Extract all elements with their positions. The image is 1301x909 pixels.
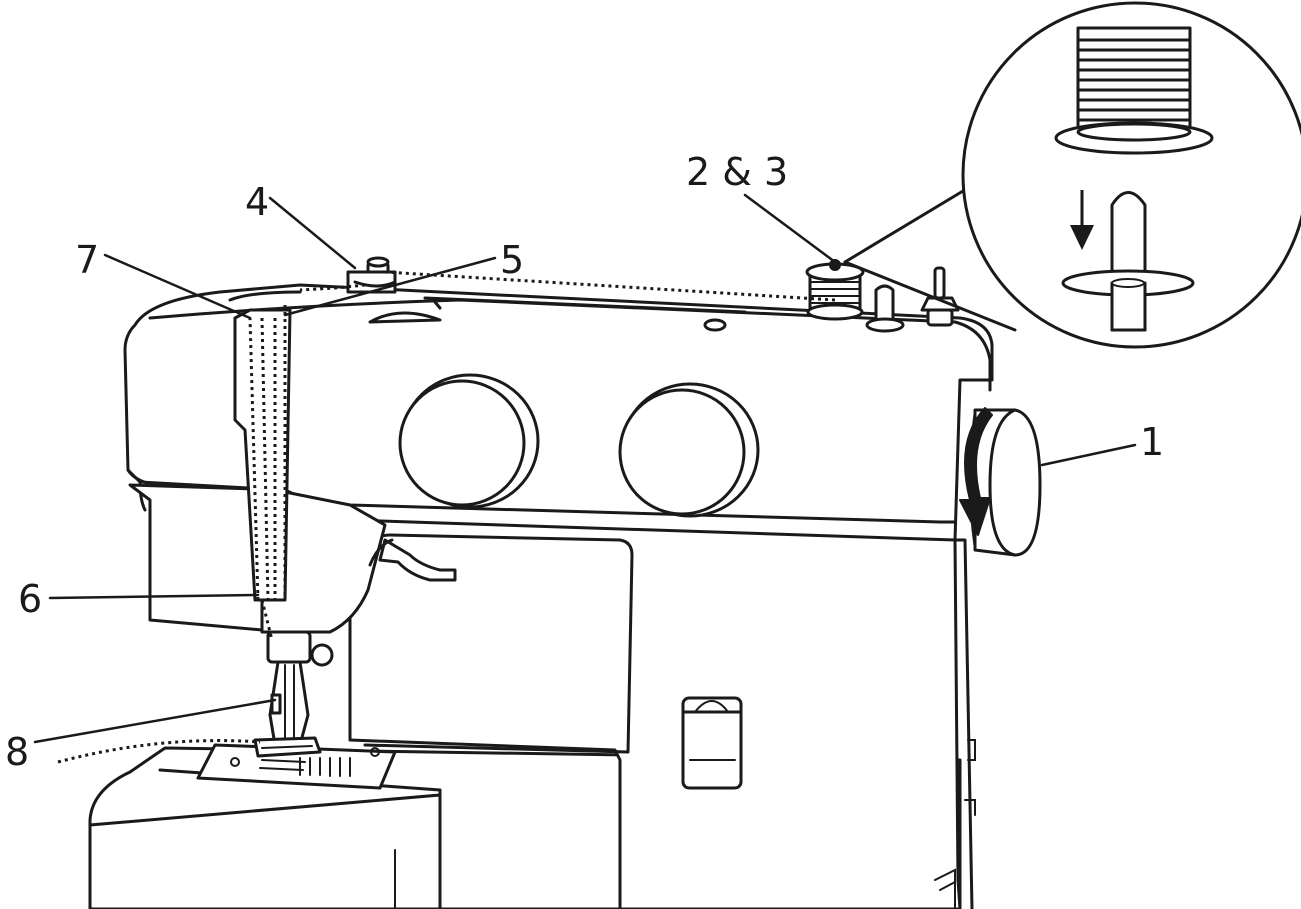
callout-2-and-3: 2 & 3: [686, 150, 788, 194]
callout-labels: 1 2 & 3 4 5 6 7 8: [5, 150, 1164, 774]
callout-1: 1: [1140, 420, 1164, 464]
callout-8: 8: [5, 730, 29, 774]
needle-assembly: [253, 630, 334, 758]
callout-4: 4: [245, 180, 269, 224]
left-dial: [398, 373, 540, 509]
bobbin-winder-stopper: [920, 266, 960, 327]
thread-path: [57, 270, 836, 764]
arrow-down-icon: [1070, 190, 1094, 250]
curved-arrow-down-icon: [959, 407, 993, 536]
zoom-inset: [843, 1, 1301, 349]
handwheel: [969, 408, 1042, 557]
callout-5: 5: [500, 238, 524, 282]
leader-lines: [33, 193, 1137, 744]
bobbin-winder-pin: [865, 284, 905, 333]
face-plate: [128, 483, 457, 634]
inset-spool: [1054, 26, 1214, 155]
callout-6: 6: [18, 577, 42, 621]
stitch-selector-slider: [681, 696, 743, 790]
callout-7: 7: [75, 238, 99, 282]
needle-plate: [196, 743, 397, 790]
upper-arm: [123, 283, 994, 542]
right-dial: [618, 382, 760, 518]
spool-on-pin: [805, 259, 865, 321]
inset-spool-pin: [1061, 191, 1195, 332]
